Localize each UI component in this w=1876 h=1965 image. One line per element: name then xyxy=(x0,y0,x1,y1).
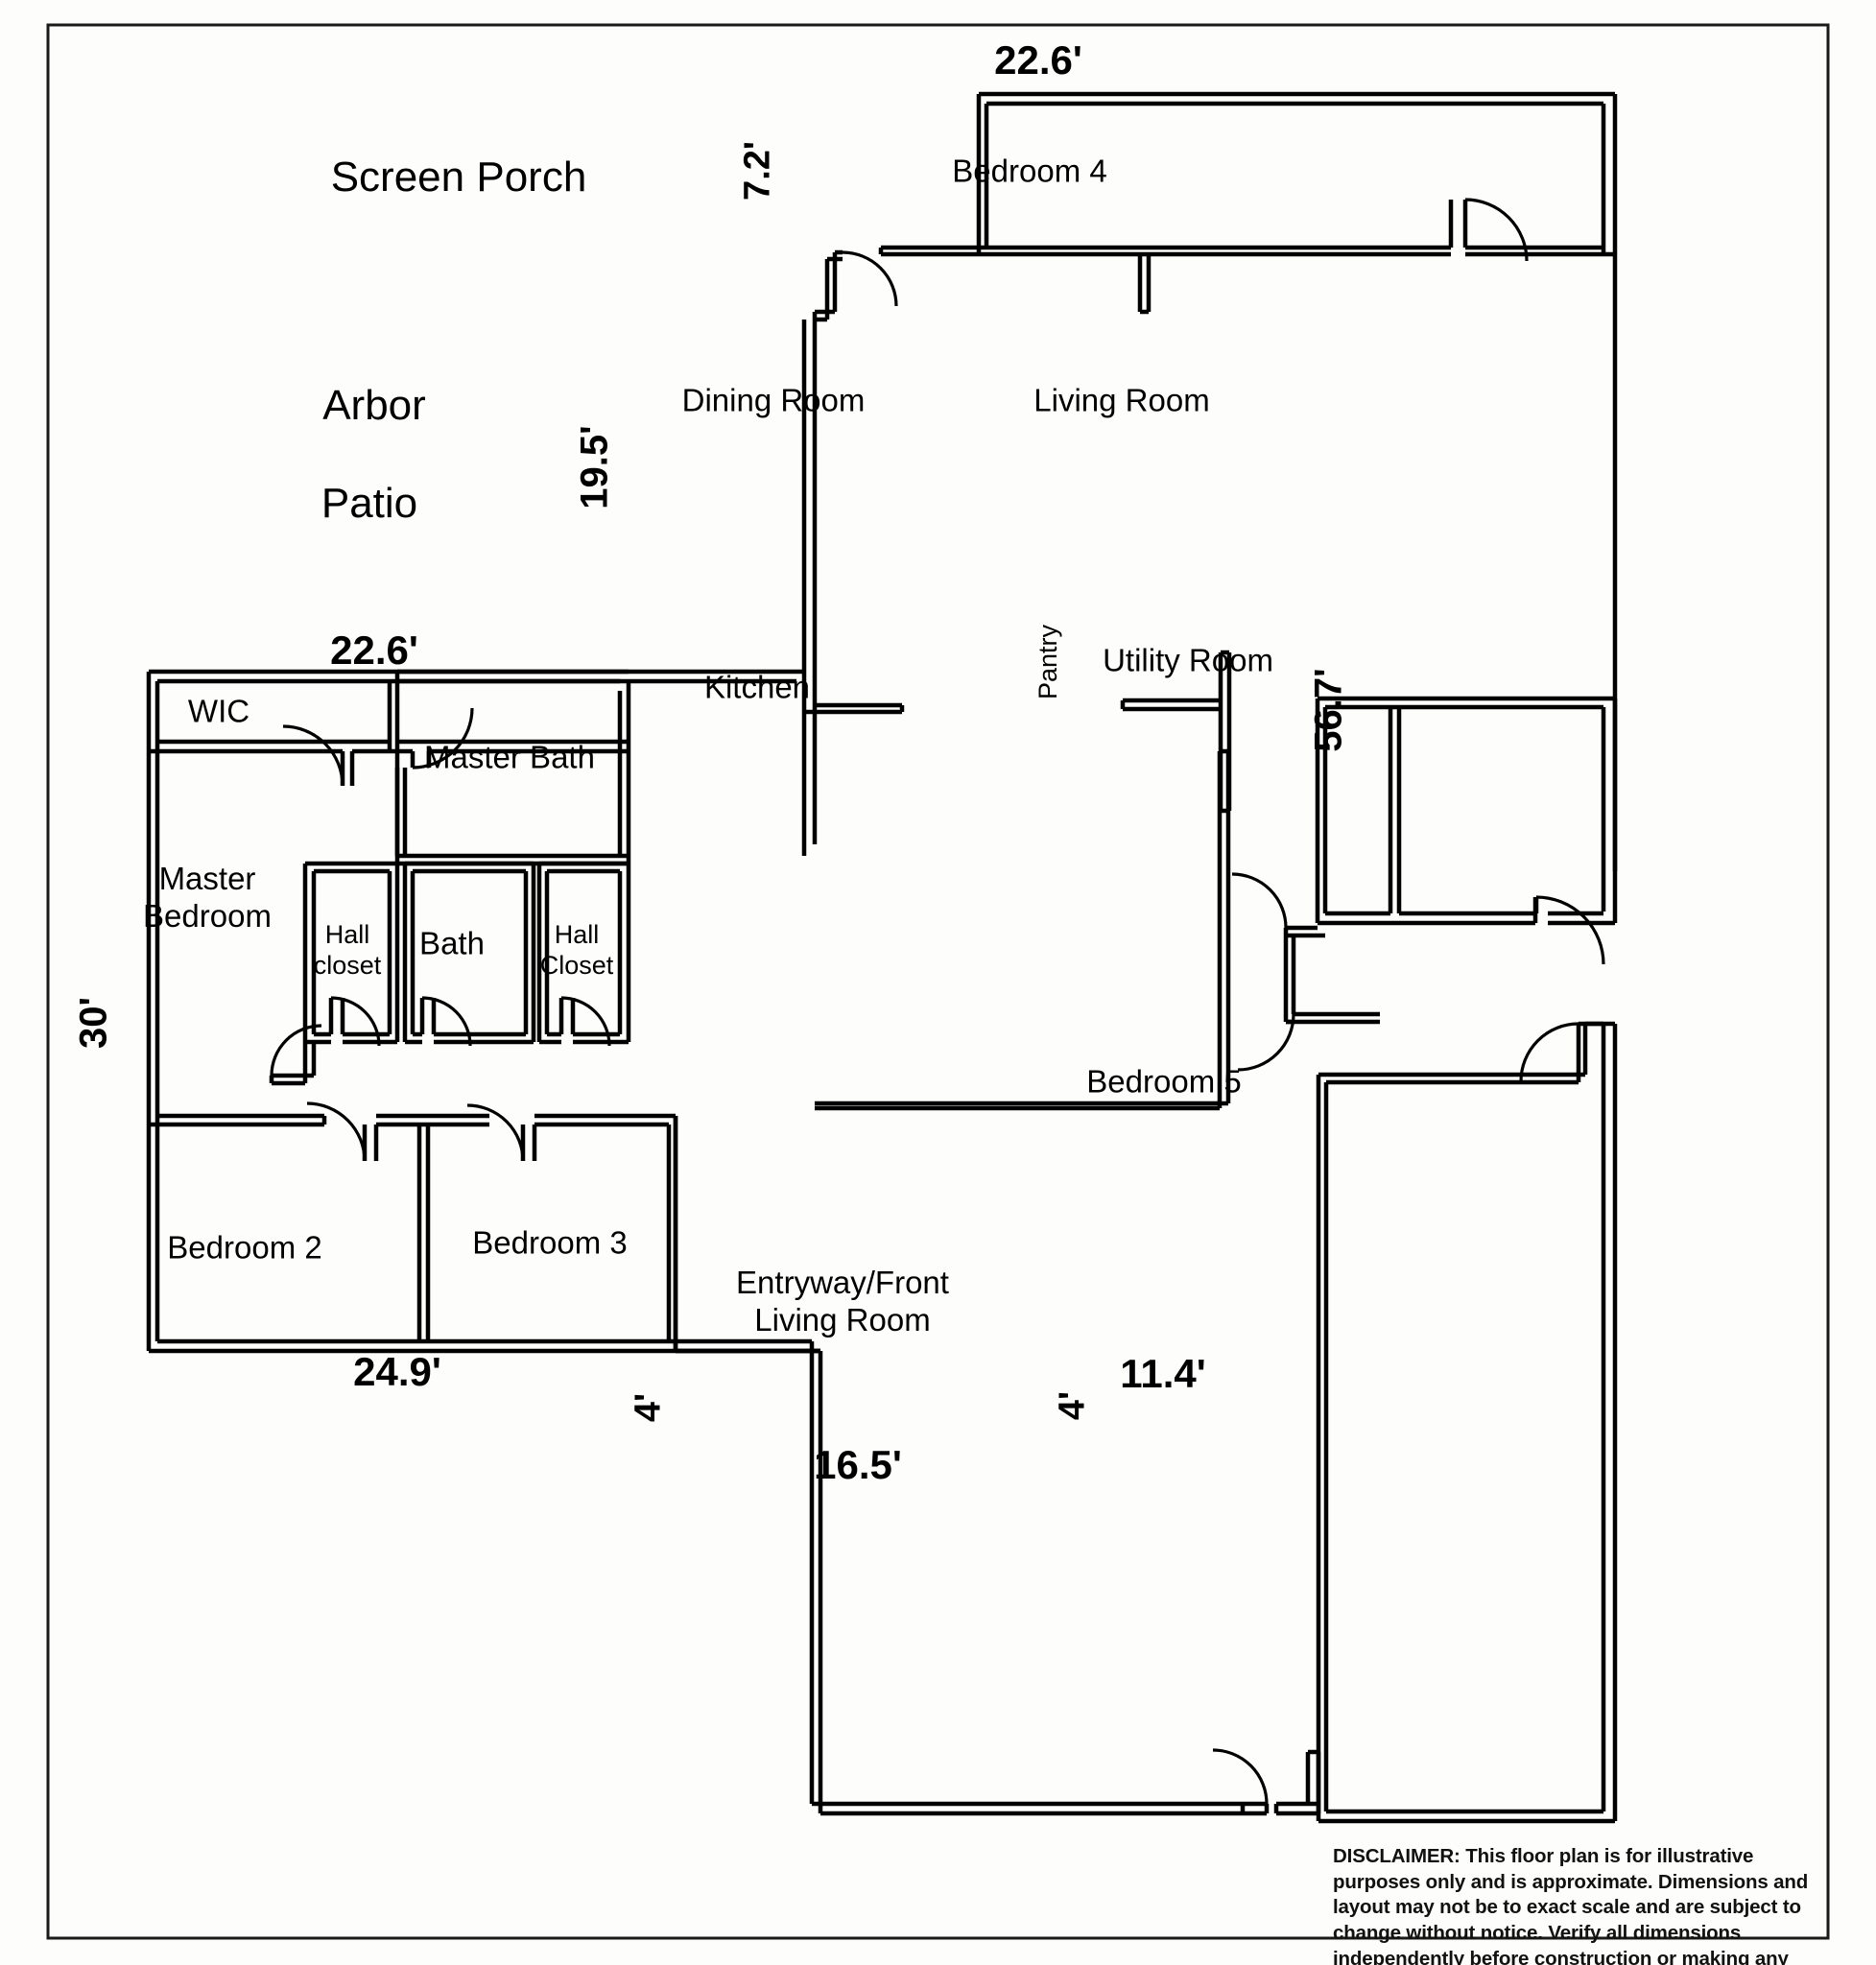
dimension-dim-56-7: 56.7' xyxy=(1307,668,1350,752)
dimension-dim-11-4: 11.4' xyxy=(1120,1351,1206,1396)
walls xyxy=(146,91,1618,1824)
dimension-dim-19-5: 19.5' xyxy=(573,425,616,509)
dimension-dim-24-9: 24.9' xyxy=(353,1349,441,1394)
dimension-dim-4-right: 4' xyxy=(1052,1390,1093,1421)
page-border xyxy=(46,23,1830,1940)
dimension-dim-4-left: 4' xyxy=(628,1392,669,1423)
door-swings xyxy=(270,198,1605,1805)
dimension-dim-top-22-6: 22.6' xyxy=(994,37,1082,83)
dimension-dim-16-5: 16.5' xyxy=(814,1442,902,1487)
dimension-dim-30: 30' xyxy=(72,996,115,1050)
disclaimer-text: DISCLAIMER: This floor plan is for illus… xyxy=(1333,1845,1809,1965)
dimension-dim-7-2: 7.2' xyxy=(737,141,778,201)
dimension-dim-left-22-6: 22.6' xyxy=(330,627,418,673)
